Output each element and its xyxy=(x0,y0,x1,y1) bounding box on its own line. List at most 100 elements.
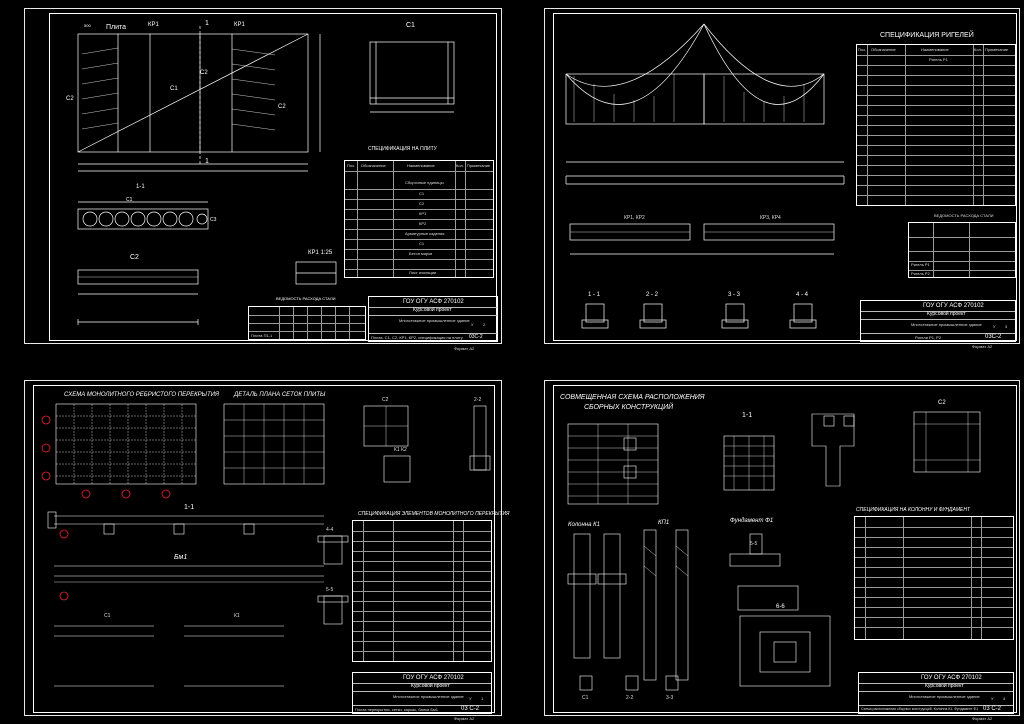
stamp-org: ГОУ ОГУ АСФ 270102 xyxy=(403,299,464,305)
stamp-desc: Многоэтажное промышленное здание xyxy=(909,694,980,699)
stamp-project: Курсовой проект xyxy=(927,311,966,317)
monolith-spec-table xyxy=(352,520,492,662)
column-title-2: СБОРНЫХ КОНСТРУКЦИЙ xyxy=(584,404,674,411)
kp3-kp4-label: КР3, КР4 xyxy=(760,215,781,221)
section-5-5: 5-5 xyxy=(326,587,334,593)
stamp-sheet-no: 4 xyxy=(1003,696,1006,701)
spec-header-desig: Обозначение xyxy=(361,163,386,168)
spec-header-pos: Поз. xyxy=(347,163,355,168)
format-label: Формат А2 xyxy=(454,716,475,721)
c2-label-mid: С2 xyxy=(200,70,208,76)
spec-row: Лист изоляции xyxy=(409,270,437,275)
c2-label: С2 xyxy=(382,397,389,403)
format-label: Формат А2 xyxy=(454,346,475,351)
sheet-inner-frame: Плита КР1 КР1 1 1 С2 С2 С2 С1 500 1-1 С2… xyxy=(49,13,498,351)
stamp-org: ГОУ ОГУ АСФ 270102 xyxy=(923,303,984,309)
steel-caption: Плита П1-1 xyxy=(251,333,273,338)
spec-header-pos: Поз. xyxy=(858,47,866,52)
stamp-org: ГОУ ОГУ АСФ 270102 xyxy=(403,675,464,681)
spec-row-rigel: Ригель Р1 xyxy=(929,57,948,62)
section-1-1: 1-1 xyxy=(742,412,753,419)
stamp-sheet-label: Плита. С1, С2, КР1, КР2, спецификация на… xyxy=(371,335,463,340)
format-label: Формат А2 xyxy=(972,344,993,349)
plita-drawing xyxy=(77,26,455,325)
stamp-stage: У xyxy=(471,322,474,327)
c1-label-plan: С1 xyxy=(170,86,178,92)
format-label: Формат А2 xyxy=(972,716,993,721)
section-2-2: 2 - 2 xyxy=(646,292,659,298)
title-block: ГОУ ОГУ АСФ 270102 Курсовой проект Много… xyxy=(858,672,1014,714)
stamp-code: 03 С-2 xyxy=(461,706,480,712)
rigel-spec-title: СПЕЦИФИКАЦИЯ РИГЕЛЕЙ xyxy=(880,32,974,39)
stamp-desc: Многоэтажное промышленное здание xyxy=(911,322,982,327)
kp1-label: КП1 xyxy=(658,520,670,526)
kp1-label-a: КР1 xyxy=(148,22,159,28)
rigel-steel-table: Ригель Р1 Ригель Р2 xyxy=(908,222,1016,278)
stamp-desc: Многоэтажное промышленное здание xyxy=(393,694,464,699)
bm1-label: Бм1 xyxy=(174,554,188,561)
k1-label: К1 xyxy=(234,613,240,619)
section-5-5: 5-5 xyxy=(750,541,758,547)
column-spec-table xyxy=(854,516,1014,640)
spec-header-name: Наименование xyxy=(407,163,435,168)
section-6-6: 6-6 xyxy=(776,604,785,610)
sheet-inner-frame: СОВМЕЩЕННАЯ СХЕМА РАСПОЛОЖЕНИЯ СБОРНЫХ К… xyxy=(553,385,1017,721)
dim-500: 500 xyxy=(84,23,91,28)
c2-label: С2 xyxy=(938,400,946,406)
c1-label: С1 xyxy=(104,613,111,619)
stamp-stage: У xyxy=(991,696,994,701)
stamp-code: 03 С-2 xyxy=(983,706,1002,712)
drawing-sheet-rigel: СПЕЦИФИКАЦИЯ РИГЕЛЕЙ Поз. Обозначение На… xyxy=(544,8,1020,349)
stamp-stage: У xyxy=(469,696,472,701)
fundament-label: Фундамент Ф1 xyxy=(730,518,774,524)
spec-header-note: Примечание xyxy=(467,163,491,168)
drawing-sheet-column: СОВМЕЩЕННАЯ СХЕМА РАСПОЛОЖЕНИЯ СБОРНЫХ К… xyxy=(544,380,1020,721)
section-3-3: 3 - 3 xyxy=(728,292,741,298)
stamp-sheet-no: 2 xyxy=(483,322,486,327)
kp1-label-b: КР1 xyxy=(234,22,245,28)
plita-label: Плита xyxy=(106,24,127,31)
title-block: ГОУ ОГУ АСФ 270102 Курсовой проект Много… xyxy=(352,672,492,714)
spec-header-qty: Кол. xyxy=(974,47,982,52)
section-4-4: 4-4 xyxy=(326,527,334,533)
stamp-sheet-label: Ригели Р1, Р2 xyxy=(915,335,942,340)
spec-row: КР1 xyxy=(419,211,427,216)
section-3-3: 3-3 xyxy=(666,695,674,701)
stamp-project: Курсовой проект xyxy=(411,683,450,689)
plita-spec-table: Поз. Обозначение Наименование Кол. Приме… xyxy=(344,160,494,278)
spec-row: Бетон марки xyxy=(409,251,433,256)
drawing-sheet-monolith: СХЕМА МОНОЛИТНОГО РЕБРИСТОГО ПЕРЕКРЫТИЯ … xyxy=(24,380,509,721)
section-4-4: 4 - 4 xyxy=(796,292,809,298)
steel-r1: Ригель Р1 xyxy=(911,262,930,267)
drawing-sheet-plita: Плита КР1 КР1 1 1 С2 С2 С2 С1 500 1-1 С2… xyxy=(24,8,502,351)
c1-label: С1 xyxy=(582,695,589,701)
steel-r2: Ригель Р2 xyxy=(911,271,930,276)
section-2-2: 2-2 xyxy=(474,397,482,403)
stamp-sheet-no: 3 xyxy=(1005,324,1008,329)
kp1-scale: КР1 1:25 xyxy=(308,250,333,256)
stamp-sheet-label: Схема расположения сборных конструкций. … xyxy=(861,707,979,711)
spec-row: Арматурные изделия xyxy=(405,231,445,236)
section-1-1-title: 1-1 xyxy=(136,184,145,190)
title-block: ГОУ ОГУ АСФ 270102 Курсовой проект Много… xyxy=(368,296,498,342)
section-1-1: 1-1 xyxy=(184,504,195,511)
rigel-drawing xyxy=(565,23,845,329)
section-mark-1b: 1 xyxy=(205,158,209,165)
stamp-sheet-no: 1 xyxy=(481,696,484,701)
monolith-drawing xyxy=(41,403,491,687)
sheet-inner-frame: СХЕМА МОНОЛИТНОГО РЕБРИСТОГО ПЕРЕКРЫТИЯ … xyxy=(33,385,509,721)
spec-row: С2 xyxy=(419,201,425,206)
column-spec-title: СПЕЦИФИКАЦИЯ НА КОЛОННУ И ФУНДАМЕНТ xyxy=(856,507,971,513)
steel-title: ВЕДОМОСТЬ РАСХОДА СТАЛИ xyxy=(934,213,994,218)
steel-table: Плита П1-1 xyxy=(248,306,366,340)
k2-label: К1 К2 xyxy=(394,447,407,453)
title-block: ГОУ ОГУ АСФ 270102 Курсовой проект Много… xyxy=(860,300,1016,342)
c3-label: С3 xyxy=(210,217,217,223)
stamp-project: Курсовой проект xyxy=(925,683,964,689)
stamp-stage: У xyxy=(993,324,996,329)
c2-label-left: С2 xyxy=(66,96,74,102)
rigel-spec-table: Поз. Обозначение Наименование Кол. Приме… xyxy=(856,44,1016,206)
c1-under-label: С1 xyxy=(126,197,133,203)
plita-spec-title: СПЕЦИФИКАЦИЯ НА ПЛИТУ xyxy=(368,146,437,152)
spec-row: КР2 xyxy=(419,221,427,226)
